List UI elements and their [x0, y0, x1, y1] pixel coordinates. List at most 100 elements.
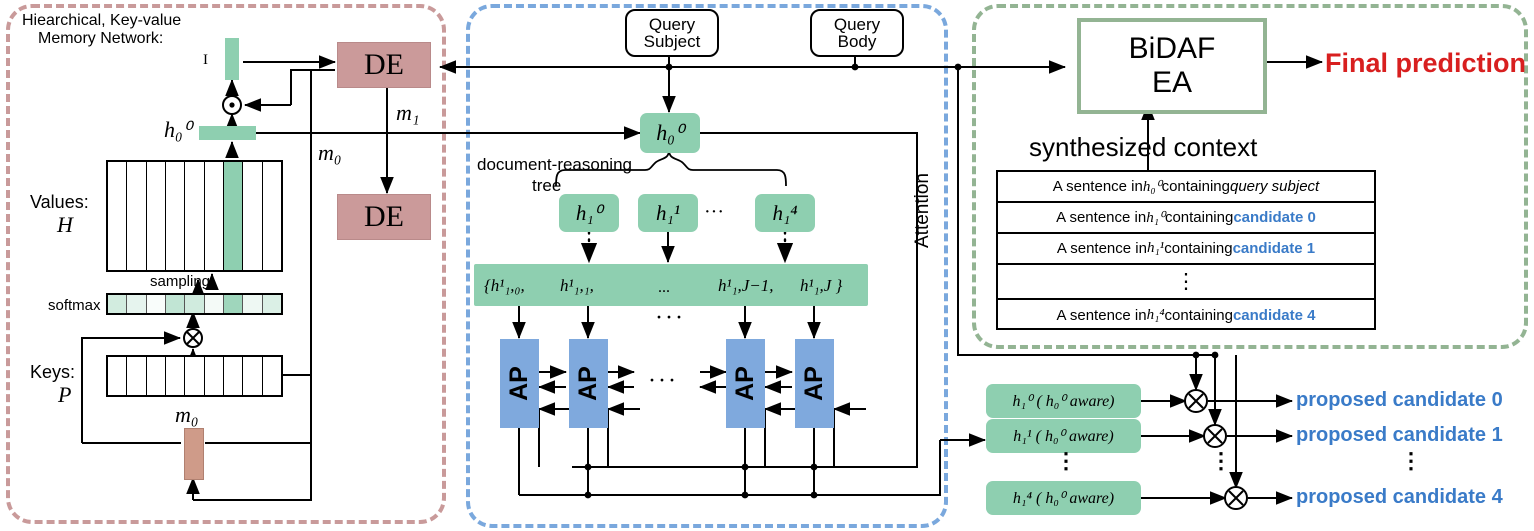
input-vector-I [225, 38, 239, 80]
grid-cell [108, 162, 128, 270]
grid-cell [166, 357, 186, 395]
row-symbol: h₀⁰ [1142, 179, 1162, 195]
grid-cell [147, 357, 166, 395]
m0-label: m₀ [318, 140, 342, 165]
row-middle: containing [1164, 209, 1234, 226]
node-h1-4-label: h₁⁴ [772, 200, 798, 225]
m0-vector [184, 428, 204, 480]
softmax-cell [243, 295, 263, 313]
grid-cell [243, 162, 263, 270]
m1-label: m₁ [396, 100, 420, 125]
synthesized-context-label: synthesized context [1029, 132, 1258, 162]
query-body-line1: Query [833, 14, 881, 34]
ap-ellipsis: ··· [648, 368, 678, 394]
proposed-candidate-4: proposed candidate 4 [1296, 486, 1503, 508]
ap-box-0[interactable]: AP [500, 339, 539, 428]
row-suffix: ⋮ [1175, 270, 1197, 293]
values-label: Values: [30, 192, 89, 212]
h00-bar [199, 126, 256, 140]
table-row-ellipsis: ⋮ [998, 265, 1374, 300]
aware-box-0[interactable]: h₁⁰ ( h₀⁰ aware) [986, 384, 1141, 418]
m0-vector-label: m₀ [175, 402, 199, 427]
bidaf-ea-box[interactable]: BiDAF EA [1077, 18, 1267, 114]
attention-label: Attention [912, 173, 933, 248]
grid-cell [166, 162, 186, 270]
softmax-cell [146, 295, 166, 313]
memory-network-title-line1: Hiearchical, Key-value [22, 12, 182, 29]
sequence-item-4: h¹₁,J } [800, 276, 843, 295]
grid-cell [205, 162, 224, 270]
grid-cell [263, 357, 281, 395]
node-h00-root-label: h₀⁰ [656, 120, 684, 145]
proposed-candidate-1: proposed candidate 1 [1296, 424, 1503, 446]
ap-box-1[interactable]: AP [569, 339, 608, 428]
sequence-item-1: h¹₁,₁, [560, 276, 594, 295]
aware-boxes-ellipsis: ⋮ [1055, 448, 1077, 473]
node-h1-1[interactable]: h₁¹ [638, 194, 698, 232]
final-prediction-label: Final prediction [1325, 48, 1527, 78]
de-box-bottom[interactable]: DE [337, 194, 431, 240]
sequence-item-0: {h¹₁,₀, [484, 276, 525, 295]
node-h1-1-label: h₁¹ [655, 200, 681, 225]
row-middle: containing [1161, 178, 1230, 195]
sequence-item-2: ... [658, 279, 670, 296]
softmax-cell [127, 295, 147, 313]
softmax-bar [106, 293, 283, 315]
de-box-bottom-label: DE [364, 200, 404, 233]
grid-cell [223, 162, 244, 270]
panel-memory-network [6, 4, 446, 524]
table-row: A sentence in h₁⁰ containing candidate 0 [998, 203, 1374, 234]
row-suffix: candidate 1 [1232, 240, 1316, 257]
row-middle: containing [1164, 240, 1233, 257]
children-ellipsis: ··· [704, 201, 724, 223]
grid-cell [147, 162, 166, 270]
node-h1-0[interactable]: h₁⁰ [559, 194, 619, 232]
row-middle: containing [1164, 307, 1233, 324]
aware-box-1-label: h₁¹ ( h₀⁰ aware) [1013, 428, 1114, 445]
row-symbol: h₁⁴ [1146, 307, 1165, 323]
aware-box-2[interactable]: h₁⁴ ( h₀⁰ aware) [986, 481, 1141, 515]
row-prefix: A sentence in [1056, 240, 1147, 257]
softmax-cell [185, 295, 205, 313]
row-symbol: h₁⁰ [1146, 210, 1165, 226]
row-symbol: h₁¹ [1146, 240, 1165, 256]
grid-cell [263, 162, 281, 270]
de-box-top[interactable]: DE [337, 42, 431, 88]
node-h00-root[interactable]: h₀⁰ [640, 113, 700, 153]
table-row: A sentence in h₀⁰ containing query subje… [998, 172, 1374, 203]
keys-label: Keys: [30, 362, 76, 382]
sampling-label: sampling [150, 273, 211, 290]
ap-box-2[interactable]: AP [726, 339, 765, 428]
table-row: A sentence in h₁¹ containing candidate 1 [998, 234, 1374, 265]
sequence-bar [474, 264, 868, 306]
grid-cell [224, 357, 244, 395]
softmax-label: softmax [48, 297, 101, 314]
softmax-cell [223, 295, 244, 313]
proposed-ellipsis: ⋮ [1400, 448, 1422, 473]
row-prefix: A sentence in [1052, 178, 1143, 195]
ap-box-3[interactable]: AP [795, 339, 834, 428]
h00-bar-label: h₀⁰ [164, 117, 192, 142]
aware-box-0-label: h₁⁰ ( h₀⁰ aware) [1012, 393, 1115, 410]
row-suffix: candidate 4 [1232, 307, 1316, 324]
softmax-cell [108, 295, 128, 313]
aware-box-1[interactable]: h₁¹ ( h₀⁰ aware) [986, 419, 1141, 453]
keys-grid [106, 355, 283, 397]
row-suffix: query subject [1229, 178, 1320, 195]
input-vector-label: I [203, 52, 208, 68]
tree-label-line1: document-reasoning [477, 155, 632, 174]
multiplier-ellipsis: ⋮ [1210, 448, 1232, 473]
row-prefix: A sentence in [1056, 209, 1147, 226]
proposed-candidate-0: proposed candidate 0 [1296, 389, 1503, 411]
panel-document-reasoning [466, 4, 948, 528]
values-symbol: H [57, 212, 73, 237]
node-h1-4[interactable]: h₁⁴ [755, 194, 815, 232]
values-grid [106, 160, 283, 272]
query-body-box[interactable]: Query Body [810, 9, 904, 57]
query-subject-box[interactable]: Query Subject [625, 9, 719, 57]
memory-network-title-line2: Memory Network: [38, 30, 164, 47]
grid-cell [127, 357, 147, 395]
bidaf-label-line2: EA [1151, 66, 1193, 99]
ap-box-2-label: AP [730, 366, 759, 401]
